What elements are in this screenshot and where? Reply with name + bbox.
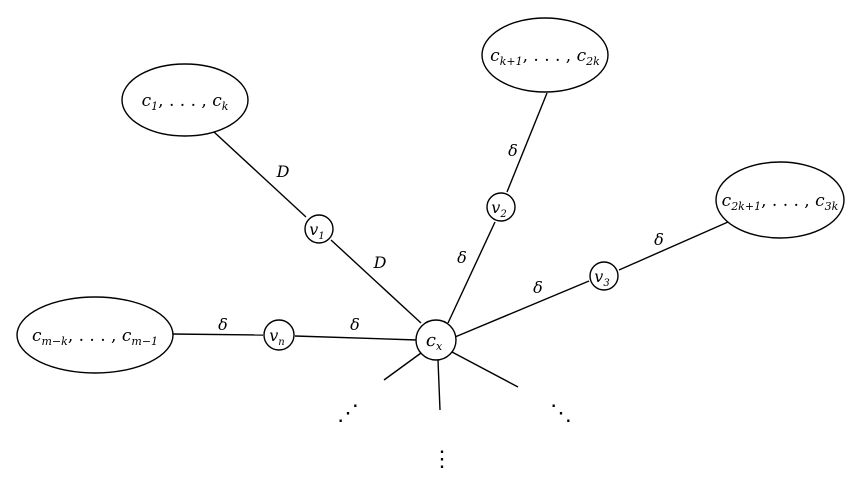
cluster-ck1-c2k-ellipse bbox=[481, 17, 609, 93]
node-v3-label: v3 bbox=[594, 267, 609, 289]
edge-label-vn-cx: δ bbox=[350, 315, 360, 334]
edge-v1-cx bbox=[330, 239, 422, 324]
node-vn bbox=[263, 319, 295, 351]
edge-v3-cx bbox=[454, 280, 590, 338]
cluster-cmk-cm1-label: cm−k, . . . , cm−1 bbox=[32, 326, 158, 348]
edge-c1-v1 bbox=[213, 131, 307, 218]
edge-cx-extra-bottom bbox=[437, 359, 441, 411]
node-v1 bbox=[304, 214, 334, 244]
cluster-c2k1-c3k-ellipse bbox=[715, 161, 845, 239]
center-node-cx-label: cx bbox=[426, 330, 443, 353]
edge-label-c3-v3: δ bbox=[654, 230, 664, 249]
edge-cx-extra-left bbox=[383, 352, 422, 381]
node-v2 bbox=[486, 192, 516, 222]
edge-c4-vn bbox=[170, 333, 264, 336]
edge-label-c1-v1: D bbox=[276, 162, 290, 181]
node-v1-label: v1 bbox=[309, 220, 324, 242]
cluster-c1-ck-label: c1, . . . , ck bbox=[142, 91, 229, 113]
edge-v2-cx bbox=[447, 221, 496, 324]
edge-cx-extra-right bbox=[451, 351, 519, 388]
ellipsis-left: ⋰ bbox=[337, 401, 359, 426]
edge-label-v3-cx: δ bbox=[533, 278, 543, 297]
edge-label-v1-cx: D bbox=[373, 253, 387, 272]
cluster-c1-ck-ellipse bbox=[121, 63, 249, 137]
edge-c2-v2 bbox=[506, 92, 548, 193]
cluster-ck1-c2k-label: ck+1, . . . , c2k bbox=[490, 46, 600, 68]
ellipsis-right: ⋱ bbox=[550, 401, 572, 426]
node-vn-label: vn bbox=[269, 326, 285, 348]
node-v3 bbox=[589, 261, 619, 291]
node-v2-label: v2 bbox=[491, 198, 506, 220]
edge-c3-v3 bbox=[618, 221, 729, 271]
edge-label-c2-v2: δ bbox=[508, 141, 518, 160]
ellipsis-bottom: ⋮ bbox=[431, 447, 453, 472]
edge-label-v2-cx: δ bbox=[457, 248, 467, 267]
cluster-c2k1-c3k-label: c2k+1, . . . , c3k bbox=[722, 191, 839, 213]
edge-label-c4-vn: δ bbox=[218, 315, 228, 334]
cluster-cmk-cm1-ellipse bbox=[16, 296, 174, 374]
center-node-cx bbox=[415, 319, 457, 361]
edge-vn-cx bbox=[294, 335, 418, 341]
